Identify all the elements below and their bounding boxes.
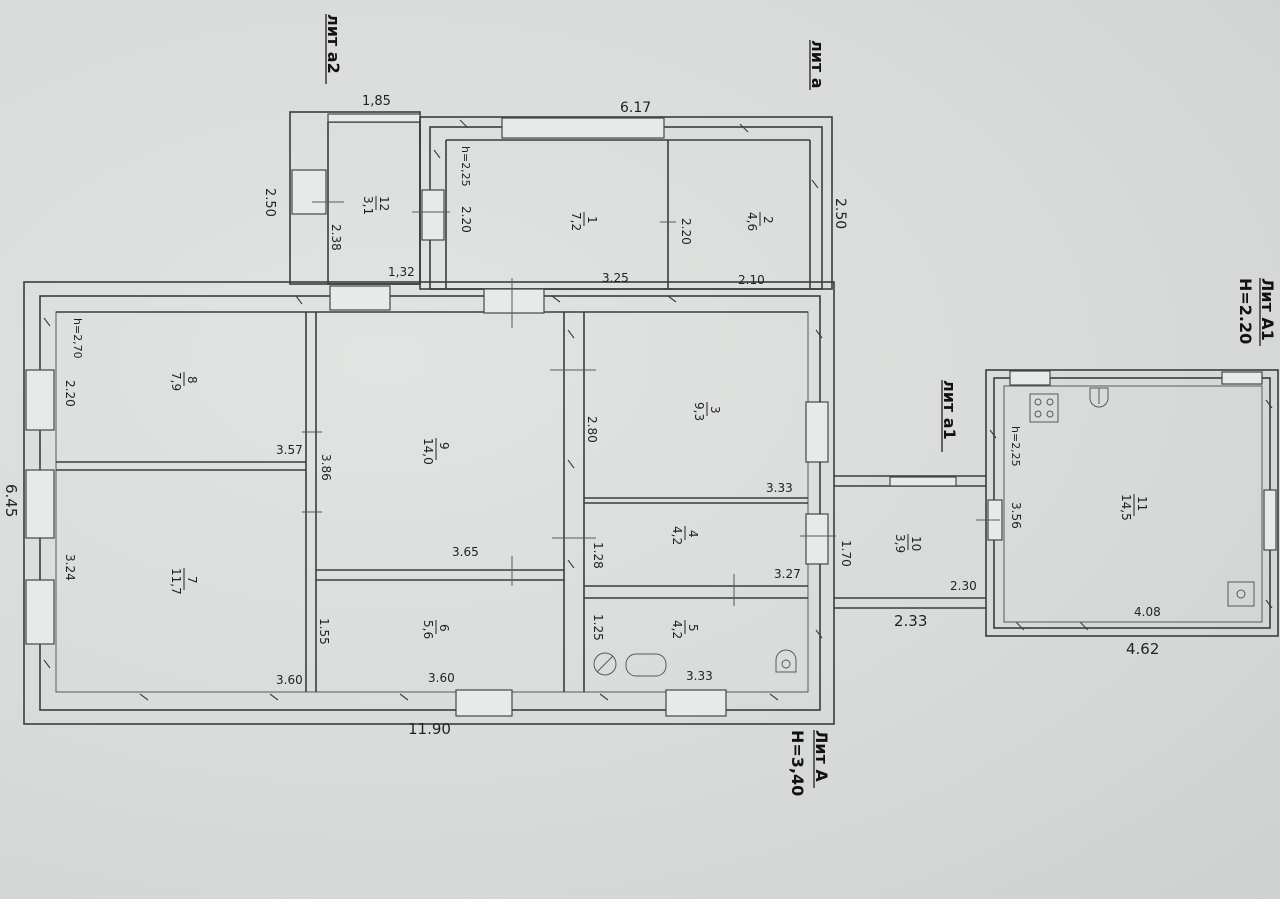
room-5-number: 5 [686, 624, 700, 632]
room-labels: 12 3,1 1 7,2 2 4,6 3 9,3 4 4,2 5 4,2 [169, 196, 1149, 639]
internal-dimensions: 2.38 1,32 2.20 2.20 3.25 2.10 2.20 3.57 … [63, 206, 1161, 687]
room-3-area: 9,3 [692, 402, 706, 421]
room-8-number: 8 [185, 376, 199, 384]
room-10-area: 3,9 [893, 534, 907, 553]
label-h-A: Н=3,40 [788, 730, 807, 796]
room-1-area: 7,2 [569, 212, 583, 231]
dim-2-20-c: 2.20 [63, 380, 77, 407]
building-labels: лит а2 лит а лит а1 Лит А1 Н=2.20 Лит А … [324, 14, 1277, 796]
dim-a1-width: 2.33 [894, 612, 927, 630]
annex-a-walls [419, 116, 833, 314]
dim-1-32: 1,32 [388, 265, 415, 279]
room-9-number: 9 [437, 442, 451, 450]
dim-house-depth: 6.45 [2, 484, 20, 517]
main-windows [25, 369, 829, 717]
room-11-number: 11 [1135, 496, 1149, 511]
room-5-area: 4,2 [670, 620, 684, 639]
dim-3-24: 3.24 [63, 554, 77, 581]
dim-3-25: 3.25 [602, 271, 629, 285]
room-8-area: 7,9 [169, 372, 183, 391]
dim-1-55: 1.55 [317, 618, 331, 645]
building-A1-walls [985, 369, 1279, 637]
label-lit-a2: лит а2 [324, 14, 343, 74]
label-lit-a1: лит а1 [940, 380, 959, 440]
room-11-area: 14,5 [1119, 494, 1133, 521]
dim-4-08: 4.08 [1134, 605, 1161, 619]
dim-3-56: 3.56 [1009, 502, 1023, 529]
room-10-number: 10 [909, 536, 923, 551]
annex-a2-walls [289, 111, 421, 311]
dim-2-30: 2.30 [950, 579, 977, 593]
room-4-area: 4,2 [670, 526, 684, 545]
room-6-area: 5,6 [421, 620, 435, 639]
dim-3-60-a: 3.60 [276, 673, 303, 687]
label-lit-A: Лит А [812, 730, 831, 782]
label-lit-a: лит а [808, 40, 827, 89]
room-2-area: 4,6 [745, 212, 759, 231]
dim-3-33-b: 3.33 [686, 669, 713, 683]
dim-2-80: 2.80 [585, 416, 599, 443]
main-house-walls [23, 281, 835, 725]
dim-3-27: 3.27 [774, 567, 801, 581]
door-marks [302, 201, 1000, 606]
room-7-number: 7 [185, 576, 199, 584]
dim-2-38: 2.38 [329, 224, 343, 251]
dim-1-25: 1.25 [591, 614, 605, 641]
room-7-area: 11,7 [169, 568, 183, 595]
annex-a1-walls [834, 475, 986, 609]
room-9-area: 14,0 [421, 438, 435, 465]
room-12-number: 12 [377, 196, 391, 211]
dim-3-33-a: 3.33 [766, 481, 793, 495]
room-4-number: 4 [686, 530, 700, 538]
ceiling-heights: h=2,25 h=2,70 h=2,25 [71, 146, 1022, 467]
dim-1-70: 1.70 [839, 540, 853, 567]
room-12-area: 3,1 [361, 196, 375, 215]
dim-3-57: 3.57 [276, 443, 303, 457]
dim-3-65: 3.65 [452, 545, 479, 559]
bath-fixtures [593, 649, 797, 677]
dim-a-width: 6.17 [620, 100, 651, 116]
dim-a2-depth: 2.50 [262, 188, 277, 217]
overall-dimensions: 1,85 6.17 2.50 2.50 6.45 11.90 2.33 4.62 [2, 94, 1159, 738]
dim-3-86: 3.86 [319, 454, 333, 481]
room-2-number: 2 [761, 216, 775, 224]
dim-2-20-a: 2.20 [459, 206, 473, 233]
room-3-number: 3 [708, 406, 722, 414]
dim-2-20-b: 2.20 [679, 218, 693, 245]
room-1-number: 1 [585, 216, 599, 224]
label-h-A1: Н=2.20 [1236, 278, 1255, 344]
height-A1: h=2,25 [1009, 426, 1022, 467]
dim-a-depth: 2.50 [832, 198, 848, 229]
height-a2: h=2,25 [459, 146, 472, 187]
dim-1-28: 1.28 [591, 542, 605, 569]
hatch-marks [43, 119, 1273, 701]
dim-a2-width: 1,85 [362, 94, 391, 109]
dim-house-length: 11.90 [408, 720, 451, 738]
height-main: h=2,70 [71, 318, 84, 359]
room-6-number: 6 [437, 624, 451, 632]
dim-3-60-b: 3.60 [428, 671, 455, 685]
dim-A1-width: 4.62 [1126, 640, 1159, 658]
dim-2-10: 2.10 [738, 273, 765, 287]
label-lit-A1: Лит А1 [1258, 278, 1277, 341]
